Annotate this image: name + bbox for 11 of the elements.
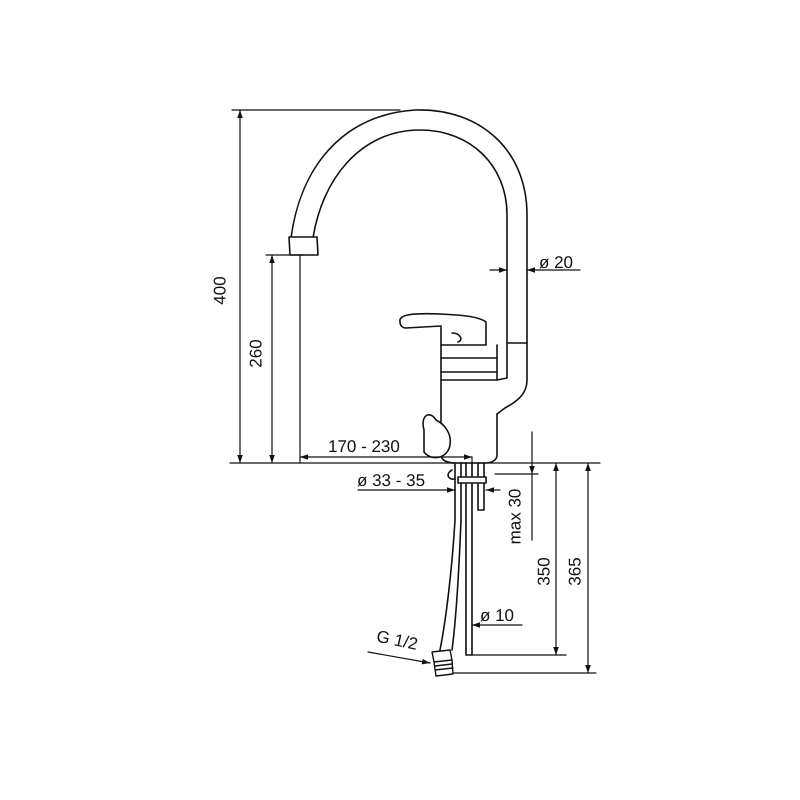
dimension-label: 365 bbox=[566, 557, 584, 586]
leader-line bbox=[367, 651, 431, 664]
dimension-label: ø 33 - 35 bbox=[357, 472, 426, 489]
dimension-label: ø 10 bbox=[480, 607, 514, 624]
dimension-label: 350 bbox=[536, 557, 553, 586]
dimension-label: 260 bbox=[248, 339, 265, 368]
thread-size-label: G 1/2 bbox=[374, 628, 422, 656]
dimension-label: 170 - 230 bbox=[328, 438, 400, 455]
dimension-label: ø 20 bbox=[539, 254, 574, 271]
dimension-label: max 30 bbox=[506, 488, 524, 544]
dimension-label: 400 bbox=[212, 276, 229, 305]
